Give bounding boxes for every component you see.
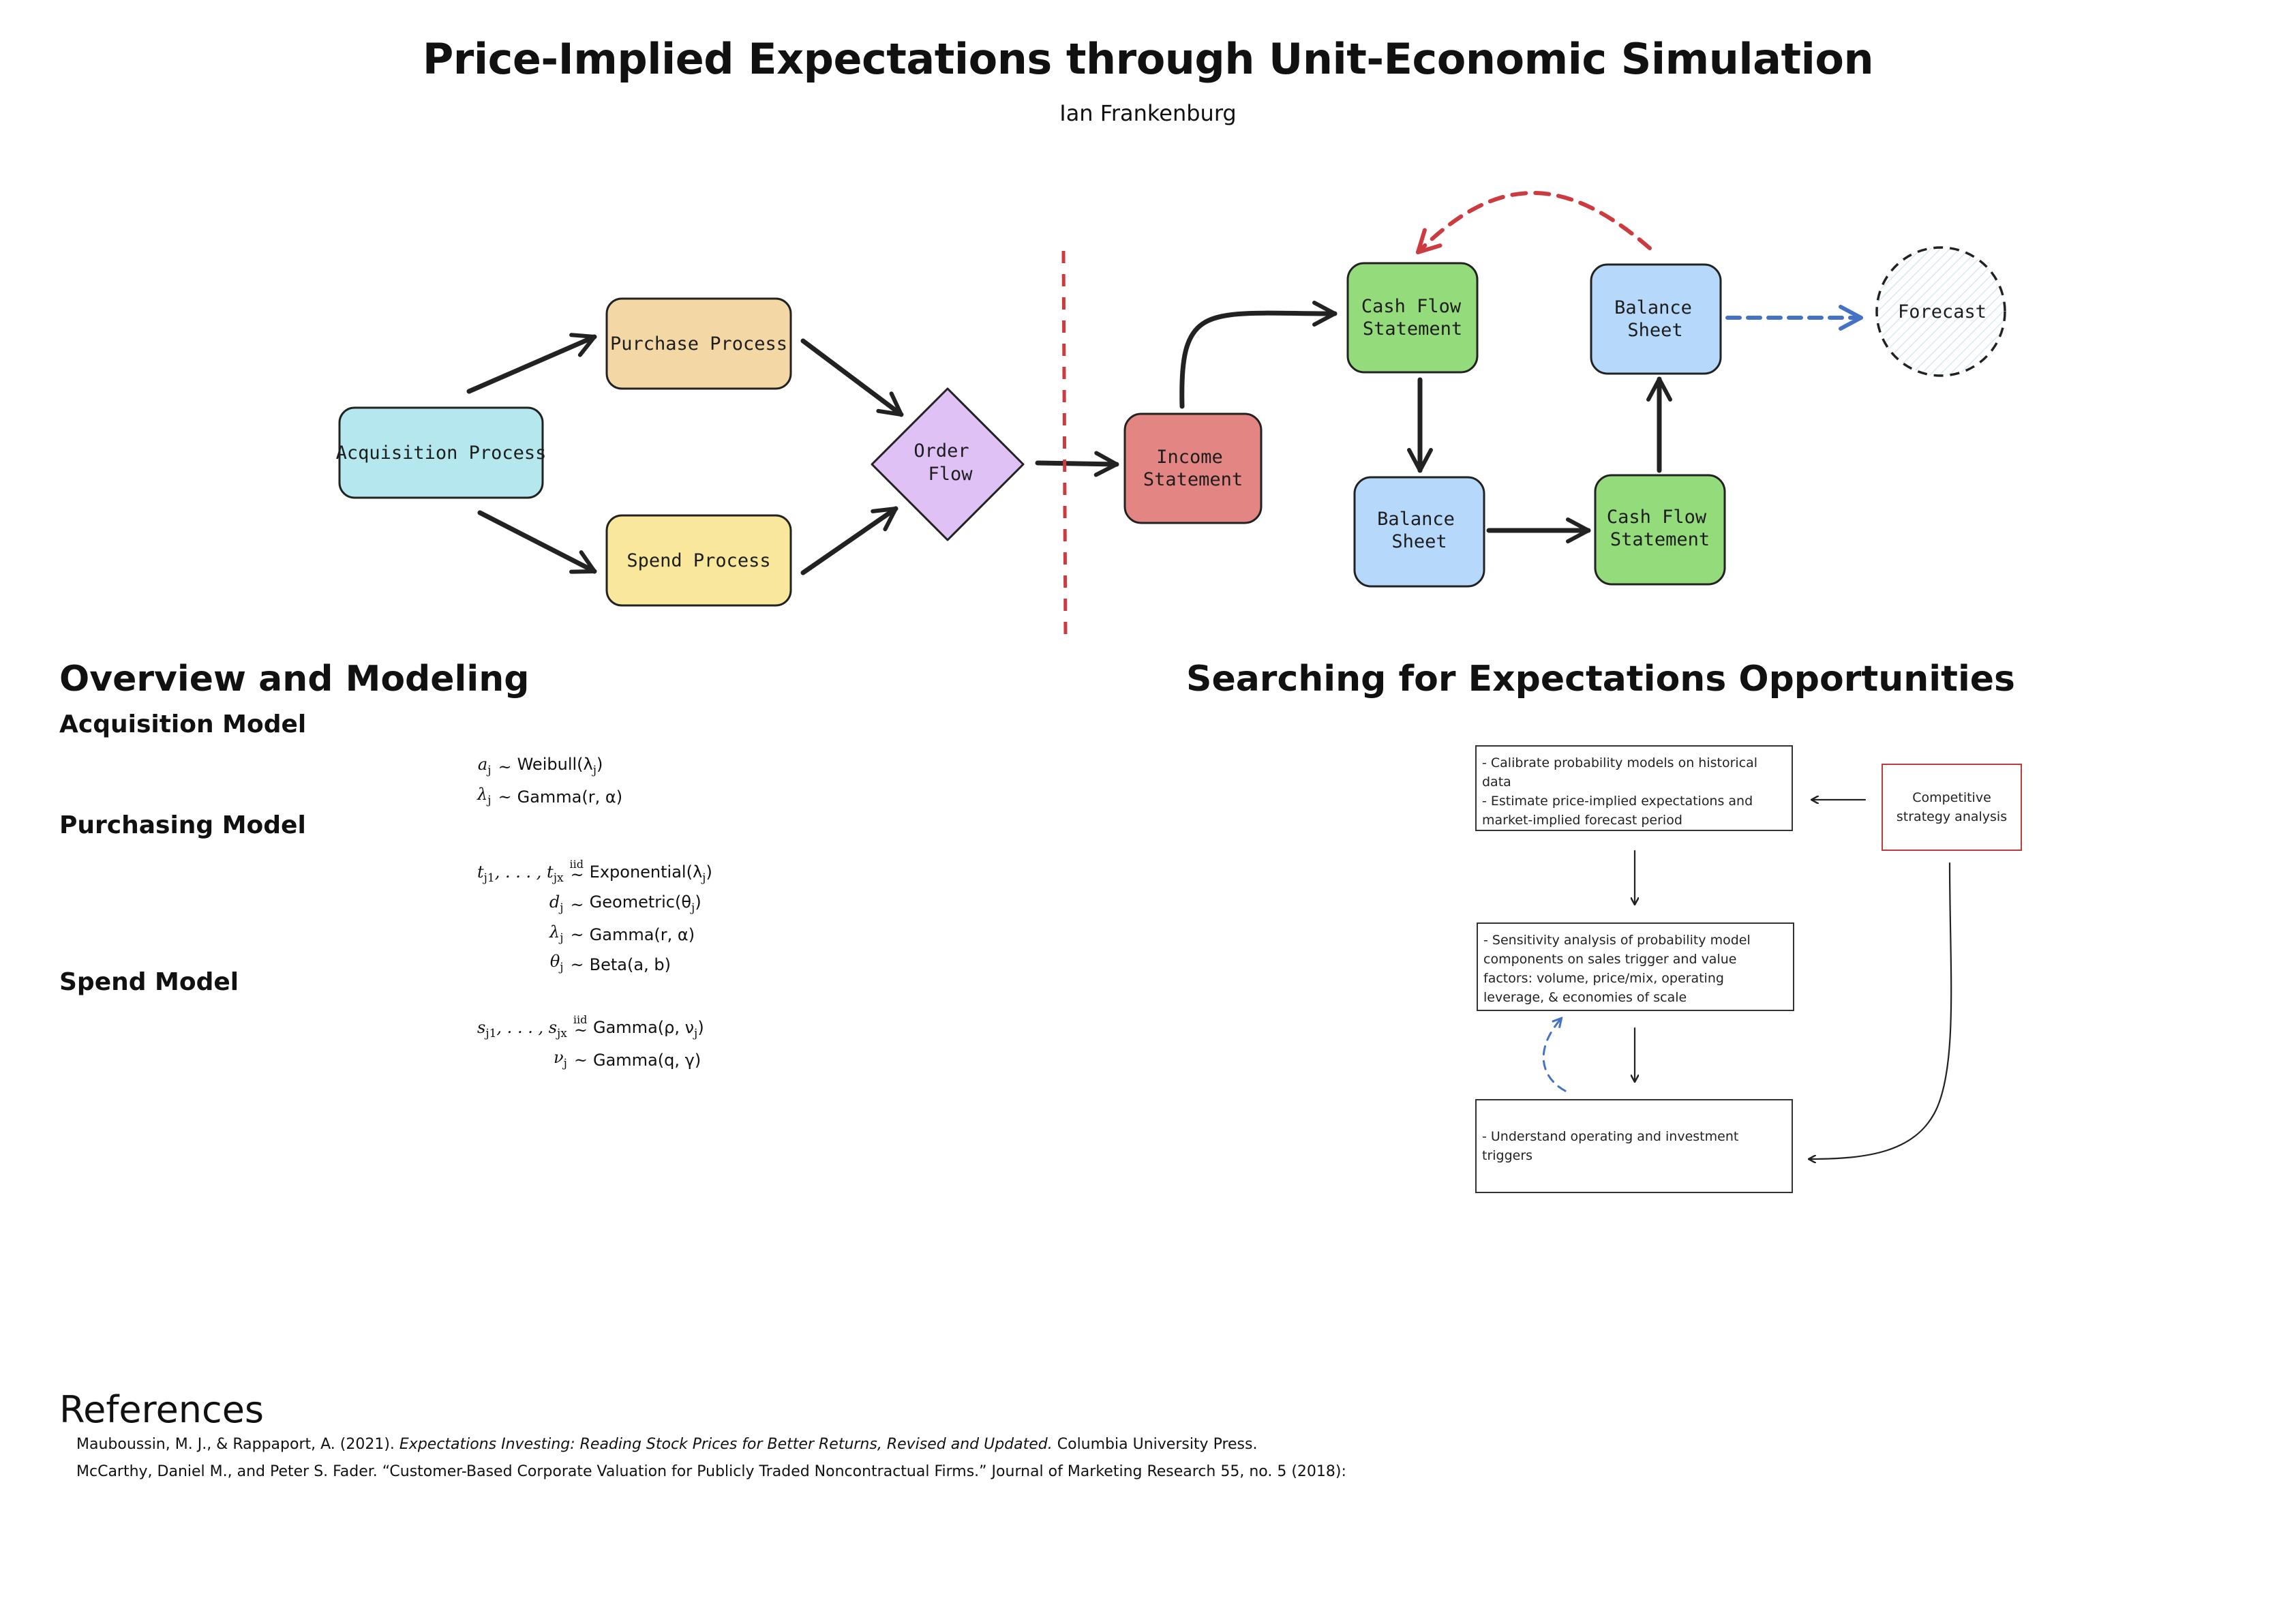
svg-text:Sheet: Sheet xyxy=(1627,320,1682,341)
arrow-strategy-to-triggers xyxy=(1809,862,1952,1159)
reference-item: McCarthy, Daniel M., and Peter S. Fader.… xyxy=(76,1463,1346,1480)
svg-text:Statement: Statement xyxy=(1610,529,1710,550)
formula-line: dj~Geometric(θj) xyxy=(549,892,701,915)
node-income-statement: Income Statement xyxy=(1123,412,1263,524)
arrow-spend-to-order xyxy=(800,506,898,575)
node-forecast: Forecast xyxy=(1875,246,2006,377)
svg-text:Order: Order xyxy=(913,440,969,462)
calibrate-box: - Calibrate probability models on histor… xyxy=(1475,745,1793,831)
arrow-order-to-income xyxy=(1035,451,1119,477)
acquisition-model-heading: Acquisition Model xyxy=(59,710,307,738)
formula-line: νj~Gamma(q, γ) xyxy=(554,1047,701,1070)
svg-text:Purchase Process: Purchase Process xyxy=(610,333,787,355)
formula-line: aj~Weibull(λj) xyxy=(477,755,603,777)
arrow-acquisition-to-spend xyxy=(477,510,597,574)
svg-text:Acquisition Process: Acquisition Process xyxy=(336,442,547,464)
node-order-flow: Order Flow xyxy=(871,387,1025,541)
competitive-strategy-box: Competitive strategy analysis xyxy=(1882,764,2022,851)
node-spend-process: Spend Process xyxy=(605,514,792,607)
svg-text:Balance: Balance xyxy=(1377,509,1455,530)
purchasing-model-heading: Purchasing Model xyxy=(59,811,306,839)
overview-heading: Overview and Modeling xyxy=(59,659,530,700)
reference-item: Mauboussin, M. J., & Rappaport, A. (2021… xyxy=(76,1436,1258,1453)
author-name: Ian Frankenburg xyxy=(1059,100,1237,126)
formula-line: λj~Gamma(r, α) xyxy=(477,784,623,807)
opportunities-arrows xyxy=(1542,736,1952,1186)
svg-text:Flow: Flow xyxy=(928,464,973,485)
opportunities-heading: Searching for Expectations Opportunities xyxy=(1186,659,2016,700)
page-title: Price-Implied Expectations through Unit-… xyxy=(422,34,1874,84)
sensitivity-box: - Sensitivity analysis of probability mo… xyxy=(1477,922,1794,1011)
node-cash-flow-statement-top: Cash Flow Statement xyxy=(1346,262,1479,374)
svg-text:Income: Income xyxy=(1156,447,1223,468)
node-cash-flow-statement-bottom: Cash Flow Statement xyxy=(1594,474,1726,586)
formula-line: λj~Gamma(r, α) xyxy=(549,922,695,945)
flow-arrows xyxy=(466,300,1672,575)
spend-model-heading: Spend Model xyxy=(59,968,239,996)
formula-line: θj~Beta(a, b) xyxy=(549,952,671,975)
arrow-income-to-cashflow xyxy=(1179,300,1338,409)
node-balance-sheet-top: Balance Sheet xyxy=(1590,263,1722,375)
triggers-box: - Understand operating and investment tr… xyxy=(1475,1099,1793,1193)
arrow-balance-to-cashflow-feedback xyxy=(1416,191,1652,254)
arrow-triggers-to-sensitivity-dashed xyxy=(1542,1019,1567,1092)
svg-text:Spend Process: Spend Process xyxy=(626,550,770,571)
acquisition-model-formula: aj~Weibull(λj) λj~Gamma(r, α) xyxy=(477,753,750,813)
svg-text:Forecast: Forecast xyxy=(1898,301,1987,322)
red-divider-line xyxy=(1061,250,1068,635)
svg-text:Statement: Statement xyxy=(1143,469,1243,490)
references-heading: References xyxy=(59,1388,265,1431)
arrow-acquisition-to-purchase xyxy=(466,333,597,394)
node-acquisition-process: Acquisition Process xyxy=(336,406,547,499)
flow-diagram: Acquisition Process Purchase Process Spe… xyxy=(336,191,2006,635)
arrow-purchase-to-order xyxy=(800,338,904,417)
svg-text:Sheet: Sheet xyxy=(1391,531,1447,552)
svg-text:Cash Flow: Cash Flow xyxy=(1361,296,1462,317)
node-purchase-process: Purchase Process xyxy=(605,297,792,390)
svg-text:Balance: Balance xyxy=(1614,297,1692,318)
node-balance-sheet-bottom: Balance Sheet xyxy=(1353,476,1485,588)
svg-text:Statement: Statement xyxy=(1363,318,1462,340)
svg-text:Cash Flow: Cash Flow xyxy=(1607,507,1707,528)
